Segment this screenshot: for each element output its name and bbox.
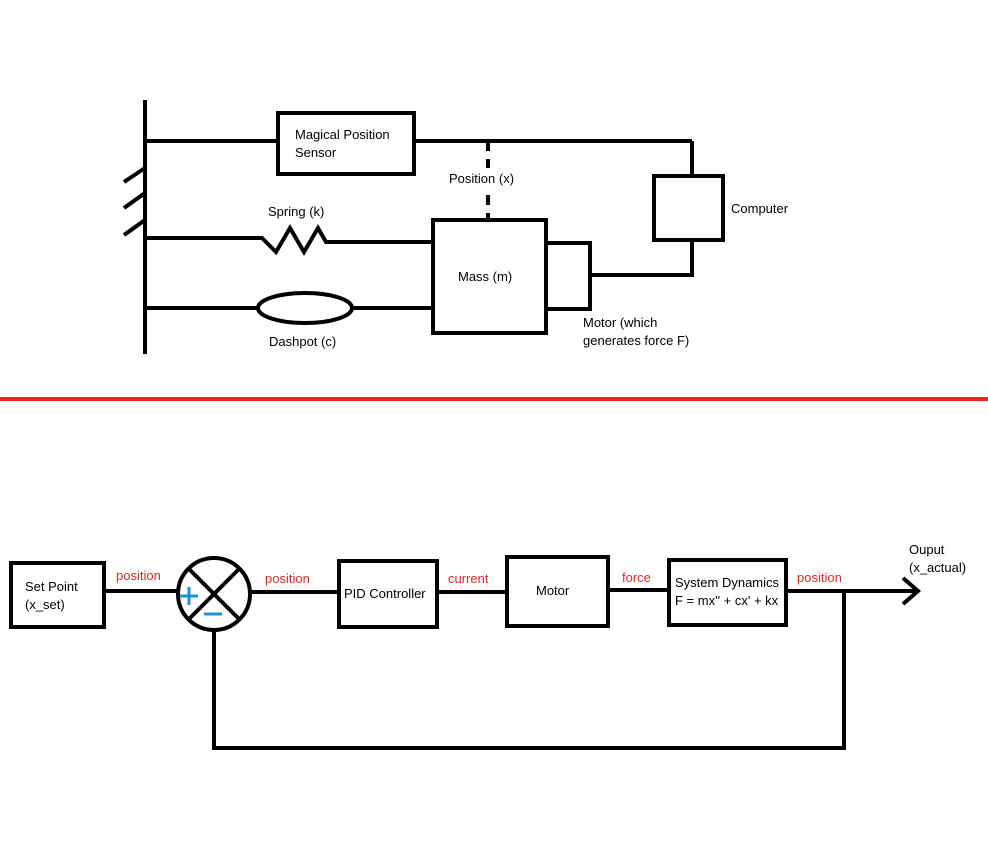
summing-junction-cross-b (187, 567, 241, 621)
motor-block-box (505, 555, 610, 628)
pid-controller-box (337, 559, 439, 629)
mass-label: Mass (m) (458, 269, 512, 284)
system-dynamics-label-line1: System Dynamics (675, 575, 780, 590)
motor-label-line1: Motor (which (583, 315, 657, 330)
signal-label-position-3: position (797, 570, 842, 585)
output-label-line2: (x_actual) (909, 560, 966, 575)
computer-to-motor-wire (590, 240, 694, 277)
signal-label-position-1: position (116, 568, 161, 583)
setpoint-label-line2: (x_set) (25, 597, 65, 612)
spring-label: Spring (k) (268, 204, 324, 219)
block-diagram: Set Point (x_set) position position PID … (9, 542, 966, 750)
feedback-loop-wire (212, 591, 846, 750)
mass-box (431, 218, 548, 335)
setpoint-box (9, 561, 106, 629)
spring (145, 224, 433, 256)
computer-box (652, 174, 725, 242)
pid-controller-label: PID Controller (344, 586, 426, 601)
signal-label-position-2: position (265, 571, 310, 586)
magical-position-sensor-box (276, 111, 416, 176)
dashpot (256, 291, 354, 325)
signal-label-current: current (448, 571, 489, 586)
computer-label: Computer (731, 201, 789, 216)
setpoint-label-line1: Set Point (25, 579, 78, 594)
position-label-bg (446, 168, 524, 188)
physical-system: Magical Position Sensor Position (x) Com… (122, 100, 789, 354)
system-dynamics-label-line2: F = mx'' + cx' + kx (675, 593, 779, 608)
position-label: Position (x) (449, 171, 514, 186)
output-arrow-icon (901, 576, 922, 606)
wall-hatching (122, 166, 147, 237)
system-dynamics-box (667, 558, 788, 627)
motor-box (544, 241, 592, 311)
signal-label-force: force (622, 570, 651, 585)
motor-block-label: Motor (536, 583, 570, 598)
output-label-line1: Ouput (909, 542, 945, 557)
motor-label-line2: generates force F) (583, 333, 689, 348)
sensor-label-line2: Sensor (295, 145, 337, 160)
plus-sign-icon (180, 587, 198, 605)
dashpot-label: Dashpot (c) (269, 334, 336, 349)
sensor-label-line1: Magical Position (295, 127, 390, 142)
